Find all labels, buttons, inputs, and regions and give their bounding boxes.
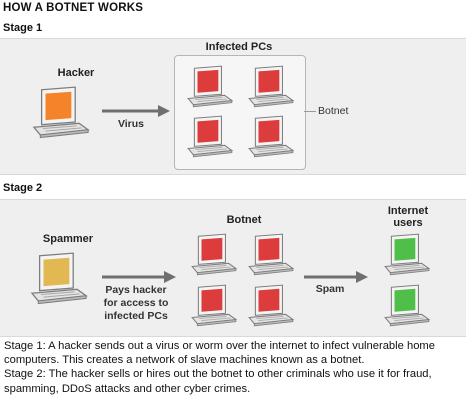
infected-pc-icon: [248, 233, 294, 276]
diagram-title: HOW A BOTNET WORKS: [3, 2, 144, 14]
spam-label: Spam: [315, 283, 345, 295]
spammer-laptop-icon: [31, 252, 87, 305]
stage1-label: Stage 1: [3, 22, 43, 34]
hacker-laptop-icon: [33, 86, 89, 139]
internet-users-label: Internet users: [387, 205, 429, 229]
pays-hacker-label: Pays hacker for access to infected PCs: [103, 284, 169, 322]
botnet-connector: [304, 111, 316, 112]
botnet-label-stage2: Botnet: [226, 214, 262, 226]
spam-arrow: [304, 271, 368, 283]
infected-pc-icon: [248, 115, 294, 158]
caption-stage2: Stage 2: The hacker sells or hires out t…: [4, 368, 432, 395]
stage2-label: Stage 2: [3, 182, 43, 194]
pays-arrow: [102, 271, 176, 283]
user-pc-icon: [384, 233, 430, 276]
infected-pc-icon: [187, 115, 233, 158]
botnet-label-stage1: Botnet: [318, 105, 349, 117]
spammer-label: Spammer: [42, 233, 94, 245]
virus-arrow: [102, 105, 170, 117]
caption-stage1: Stage 1: A hacker sends out a virus or w…: [4, 340, 435, 367]
infected-pc-icon: [248, 65, 294, 108]
user-pc-icon: [384, 284, 430, 327]
infected-pc-icon: [191, 284, 237, 327]
infected-pc-icon: [191, 233, 237, 276]
infected-pcs-label: Infected PCs: [205, 41, 273, 53]
caption: Stage 1: A hacker sends out a virus or w…: [4, 339, 462, 396]
hacker-label: Hacker: [57, 67, 95, 79]
infected-pc-icon: [187, 65, 233, 108]
infected-pc-icon: [248, 284, 294, 327]
virus-label: Virus: [117, 118, 145, 130]
